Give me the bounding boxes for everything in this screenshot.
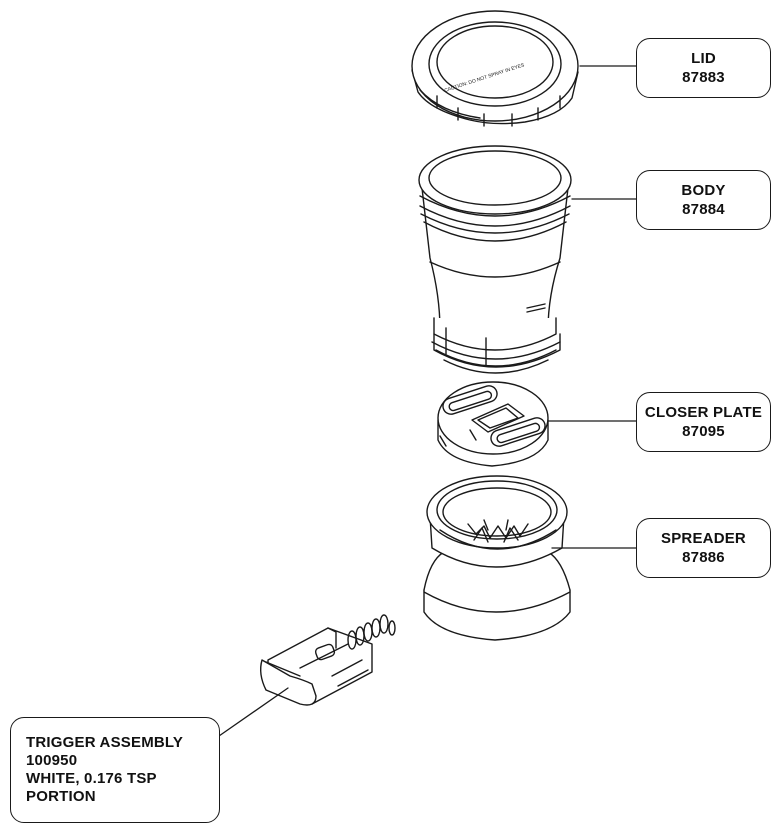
body-callout-part-number: 87884	[682, 201, 725, 218]
closer-plate-part	[437, 381, 549, 467]
lid-callout: LID 87883	[636, 38, 771, 98]
trigger-assembly-callout-part-number: 100950	[26, 752, 78, 769]
closer-plate-callout-part-number: 87095	[682, 423, 725, 440]
spreader-callout-part-number: 87886	[682, 549, 725, 566]
lid-part: CAUTION: DO NOT SPRAY IN EYES	[411, 10, 579, 127]
spreader-callout-name: SPREADER	[661, 530, 746, 547]
trigger-assembly-callout-description-2: PORTION	[26, 788, 96, 805]
closer-plate-callout: CLOSER PLATE 87095	[636, 392, 771, 452]
body-callout: BODY 87884	[636, 170, 771, 230]
body-part	[418, 145, 572, 374]
trigger-assembly-part	[259, 614, 396, 706]
closer-plate-callout-name: CLOSER PLATE	[644, 404, 763, 421]
trigger-assembly-callout-description-1: WHITE, 0.176 TSP	[26, 770, 157, 787]
trigger-assembly-callout-name: TRIGGER ASSEMBLY	[26, 734, 184, 751]
leader-line-trigger	[218, 687, 289, 737]
leader-lines	[218, 65, 637, 737]
spreader-part	[423, 475, 571, 641]
body-callout-name: BODY	[681, 182, 726, 199]
lid-callout-name: LID	[691, 50, 716, 67]
trigger-assembly-callout: TRIGGER ASSEMBLY 100950 WHITE, 0.176 TSP…	[10, 717, 220, 823]
spreader-callout: SPREADER 87886	[636, 518, 771, 578]
lid-callout-part-number: 87883	[682, 69, 725, 86]
